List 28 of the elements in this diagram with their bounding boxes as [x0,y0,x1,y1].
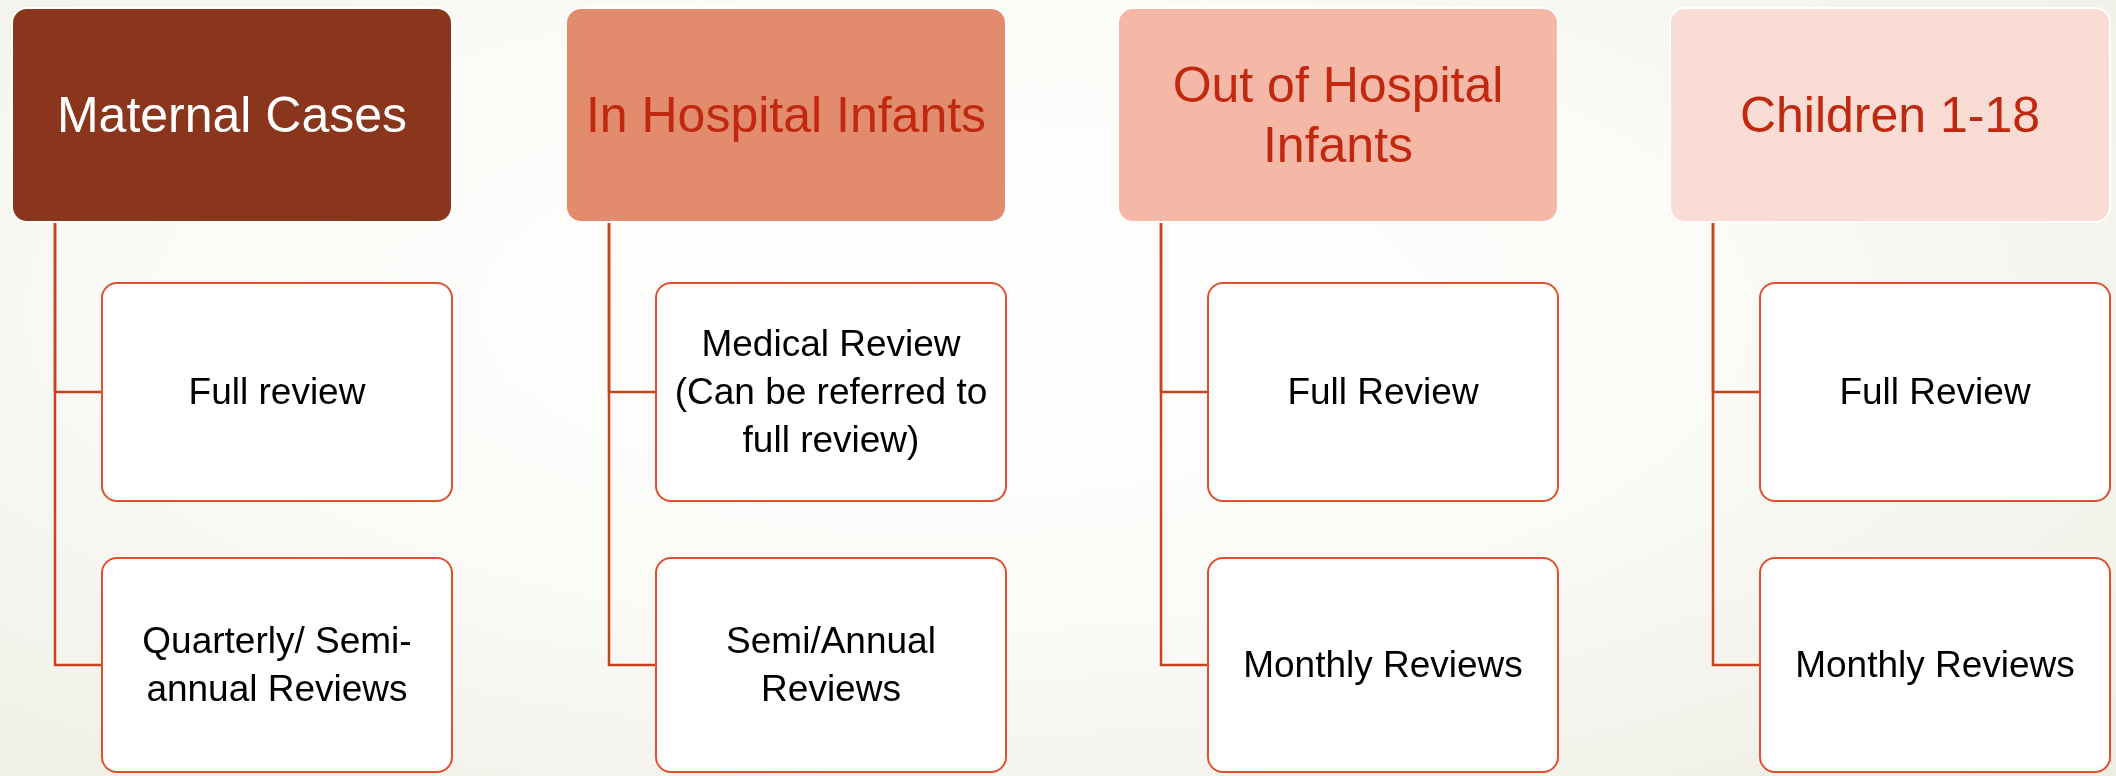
connector-line [607,223,655,667]
box-label: Full Review [1839,369,2031,414]
review-box [101,282,453,502]
connector-line [53,223,101,667]
connector-line [1159,223,1207,667]
category-box [11,7,453,223]
review-box [101,557,453,773]
category-box [1117,7,1559,223]
box-label: In Hospital Infants [585,86,987,145]
review-box [1759,557,2111,773]
review-box [1207,282,1559,502]
review-box [655,282,1007,502]
box-label: Children 1-18 [1739,86,2041,145]
review-box [655,557,1007,773]
category-box [565,7,1007,223]
box-label: Out of Hospital Infants [1171,56,1505,175]
connector-line [1711,223,1759,667]
box-label: Monthly Reviews [1795,642,2075,687]
box-label: Monthly Reviews [1243,642,1523,687]
box-label: Quarterly/ Semi-annual Reviews [141,618,413,711]
category-box [1669,7,2111,223]
box-label: Full review [188,369,366,414]
box-label: Maternal Cases [56,86,408,145]
box-label: Semi/Annual Reviews [725,618,937,711]
box-label: Medical Review (Can be referred to full review) [673,321,989,463]
review-box [1759,282,2111,502]
review-box [1207,557,1559,773]
box-label: Full Review [1287,369,1479,414]
